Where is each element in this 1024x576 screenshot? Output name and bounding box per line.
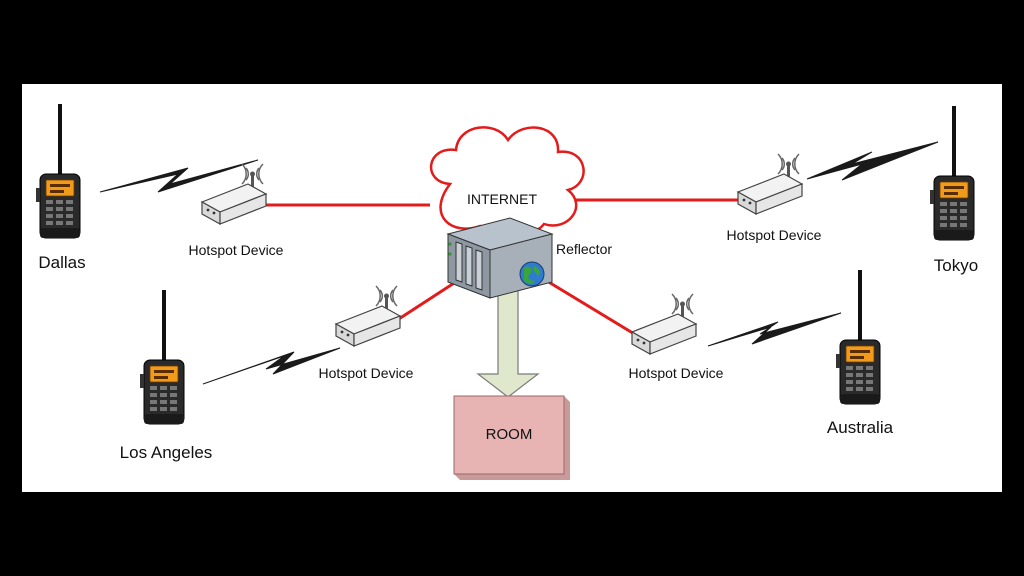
wireless-links — [99, 141, 939, 385]
location-australia: Australia — [827, 418, 894, 437]
hotspot-label-mid-right: Hotspot Device — [629, 365, 724, 381]
hotspot-device-icon — [631, 293, 697, 355]
lightning-icon — [707, 312, 842, 347]
diagram-panel: INTERNET Reflector ROOM Hotspot Device H… — [22, 84, 1002, 492]
down-arrow-icon — [476, 289, 540, 398]
location-los-angeles: Los Angeles — [120, 443, 213, 462]
hotspot-device-icon — [737, 153, 803, 215]
radio-icon — [929, 105, 975, 241]
radio-icon — [139, 289, 185, 425]
hotspot-label-mid-left: Hotspot Device — [319, 365, 414, 381]
location-tokyo: Tokyo — [934, 256, 978, 275]
room-box: ROOM — [453, 395, 570, 480]
hotspot-device-icon — [335, 285, 401, 347]
link-mid-right — [541, 276, 637, 337]
room-label: ROOM — [486, 426, 533, 443]
internet-label: INTERNET — [467, 191, 537, 207]
reflector-server-icon — [446, 217, 554, 299]
internet-cloud: INTERNET — [430, 126, 585, 238]
lightning-icon — [806, 141, 939, 181]
radio-icon — [35, 103, 81, 239]
network-diagram: INTERNET Reflector ROOM Hotspot Device H… — [35, 103, 978, 480]
location-dallas: Dallas — [38, 253, 85, 272]
radio-icon — [835, 269, 881, 405]
lightning-icon — [202, 347, 341, 385]
lightning-icon — [99, 159, 259, 193]
reflector-label: Reflector — [556, 241, 612, 257]
hotspot-label-top-right: Hotspot Device — [727, 227, 822, 243]
hotspot-label-top-left: Hotspot Device — [189, 242, 284, 258]
